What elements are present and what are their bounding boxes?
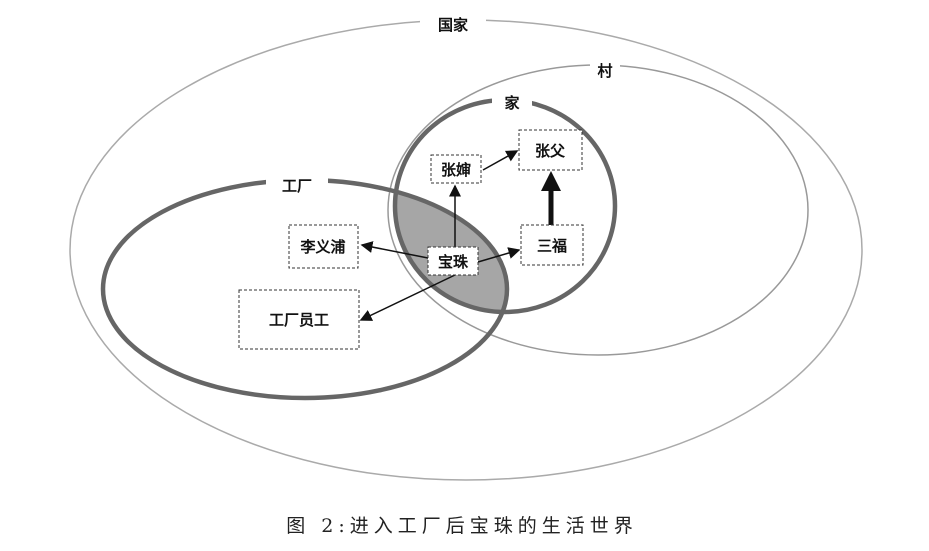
home-label: 家: [504, 94, 519, 112]
arrow-baozhu-workers: [359, 274, 456, 321]
country-label: 国家: [438, 16, 468, 34]
node-sanfu: 三福: [520, 224, 584, 266]
node-liyipu: 李义浦: [288, 224, 359, 269]
svg-text:宝珠: 宝珠: [438, 253, 469, 271]
arrow-baozhu-liyipu: [360, 241, 429, 259]
village-label: 村: [597, 62, 612, 80]
village-ellipse: [387, 64, 809, 356]
node-zhangshen: 张婶: [430, 154, 482, 184]
svg-text:张父: 张父: [535, 142, 566, 160]
svg-text:李义浦: 李义浦: [299, 238, 345, 256]
svg-text:张婶: 张婶: [441, 161, 471, 179]
overlap-area: [395, 180, 507, 312]
svg-text:工厂员工: 工厂员工: [269, 311, 329, 329]
factory-label: 工厂: [282, 177, 312, 195]
figure-caption: 图 2:进入工厂后宝珠的生活世界: [286, 515, 638, 537]
node-zhangfu: 张父: [518, 129, 583, 171]
arrow-baozhu-sanfu: [477, 247, 521, 263]
arrow-zhangshen-zhangfu: [482, 150, 519, 171]
node-baozhu: 宝珠: [427, 246, 479, 276]
node-workers: 工厂员工: [238, 289, 360, 350]
svg-text:三福: 三福: [537, 237, 567, 255]
